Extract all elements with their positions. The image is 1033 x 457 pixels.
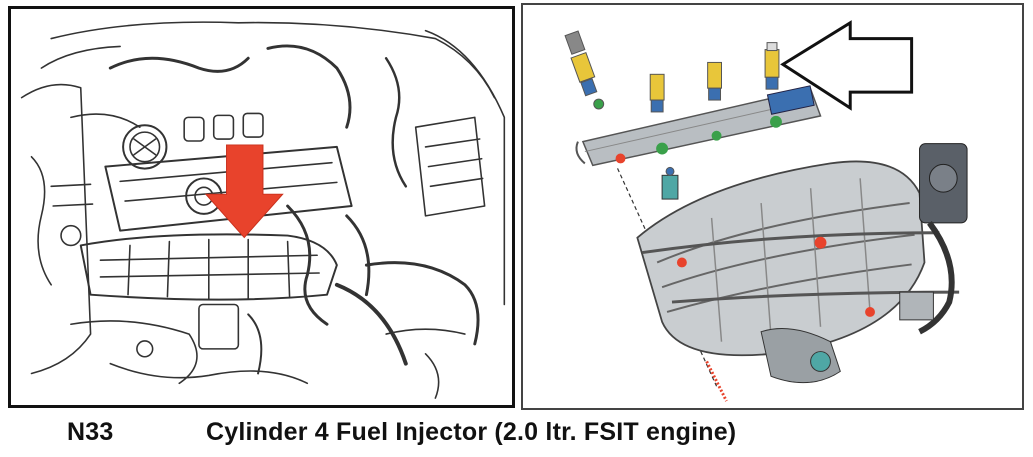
- fuel-rail-illustration-panel: [521, 3, 1024, 410]
- intake-manifold: [636, 160, 960, 357]
- injector-4-n33: [764, 42, 780, 90]
- component-code: N33: [67, 418, 114, 446]
- indicator-arrow-icon: [204, 144, 284, 239]
- engine-bay-illustration-panel: [8, 6, 515, 408]
- injector-2: [649, 73, 665, 113]
- injector-3: [707, 61, 723, 101]
- injector-1: [564, 30, 605, 110]
- fuel-rail-exploded-view: [564, 20, 968, 402]
- component-description: Cylinder 4 Fuel Injector (2.0 ltr. FSIT …: [206, 418, 737, 446]
- lower-component: [760, 327, 841, 384]
- outline-arrow-icon: [780, 20, 914, 111]
- fuel-rail: [575, 85, 822, 167]
- throttle-body: [899, 143, 968, 335]
- engine-bay-line-drawing: [20, 21, 506, 399]
- fuel-injectors: [564, 30, 780, 200]
